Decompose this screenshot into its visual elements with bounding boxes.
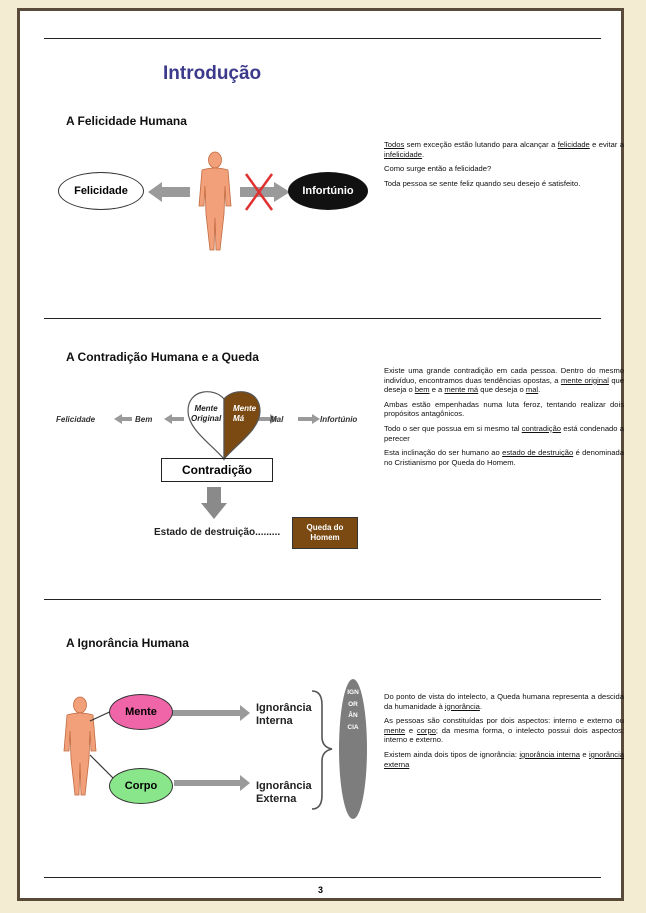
arrow-to-ign-externa <box>174 775 250 791</box>
section3-text: Do ponto de vista do intelecto, a Queda … <box>384 692 625 769</box>
contradicao-box: Contradição <box>161 458 273 482</box>
label-infortunio: Infortúnio <box>320 415 358 424</box>
felicidade-diagram <box>148 151 290 251</box>
human-figure-icon <box>63 696 97 796</box>
section2-text: Existe uma grande contradição em cada pe… <box>384 366 625 467</box>
human-figure-icon <box>198 151 232 251</box>
page-title: Introdução <box>163 63 262 84</box>
ignorancia-diagram <box>63 679 367 819</box>
right-arrow <box>240 182 290 202</box>
heart-diagram <box>114 391 320 461</box>
label-mal: Mal <box>270 415 284 424</box>
label-bem: Bem <box>135 415 153 424</box>
page-number: 3 <box>317 885 323 895</box>
curly-brace <box>311 690 333 810</box>
left-arrow <box>148 182 190 202</box>
divider <box>44 318 601 319</box>
heart-right-half <box>223 391 261 461</box>
arrow-to-ign-interna <box>172 705 250 721</box>
label-felicidade: Felicidade <box>56 415 96 424</box>
arrow-to-mal <box>258 414 278 424</box>
section1-text: Todos sem exceção estão lutando para alc… <box>384 140 624 188</box>
arrow-to-felicidade <box>114 414 132 424</box>
oval-mente: Mente <box>109 694 173 730</box>
estado-destruicao-label: Estado de destruição......... <box>154 527 281 538</box>
arrow-to-infortunio <box>298 414 320 424</box>
divider <box>44 38 601 39</box>
section-heading-felicidade: A Felicidade Humana <box>66 114 187 128</box>
down-arrow-icon <box>201 487 227 519</box>
heart-left-half <box>187 391 225 461</box>
divider <box>44 599 601 600</box>
ignorancia-vertical-text: IGNORÂNCIA <box>347 689 359 731</box>
arrow-to-bem <box>164 414 184 424</box>
divider <box>44 877 601 878</box>
oval-corpo: Corpo <box>109 768 173 804</box>
oval-felicidade: Felicidade <box>58 172 144 210</box>
oval-infortunio: Infortúnio <box>288 172 368 210</box>
section-heading-ignorancia: A Ignorância Humana <box>66 636 189 650</box>
ignorancia-ellipse <box>339 679 367 819</box>
document-page: Introdução A Felicidade Humana Felicidad… <box>17 8 624 901</box>
section-heading-contradicao: A Contradição Humana e a Queda <box>66 350 259 364</box>
